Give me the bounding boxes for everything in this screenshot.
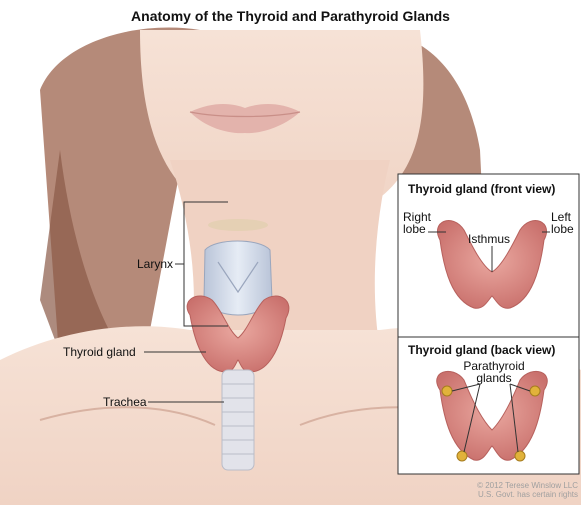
left-lobe-label: Left lobe xyxy=(551,211,574,235)
parathyroid-glands-label: Parathyroid glands xyxy=(459,360,529,384)
parathyroid-1 xyxy=(442,386,452,396)
copyright-notice: © 2012 Terese Winslow LLC U.S. Govt. has… xyxy=(477,481,578,499)
front-view-heading: Thyroid gland (front view) xyxy=(408,182,555,196)
back-view-heading: Thyroid gland (back view) xyxy=(408,343,555,357)
parathyroid-3 xyxy=(457,451,467,461)
trachea-label: Trachea xyxy=(103,396,147,408)
thyroid-gland-label: Thyroid gland xyxy=(63,346,136,358)
trachea-shape xyxy=(222,370,254,470)
parathyroid-2 xyxy=(530,386,540,396)
larynx-label: Larynx xyxy=(137,258,173,270)
parathyroid-4 xyxy=(515,451,525,461)
right-lobe-label: Right lobe xyxy=(403,211,431,235)
isthmus-label: Isthmus xyxy=(468,233,510,245)
